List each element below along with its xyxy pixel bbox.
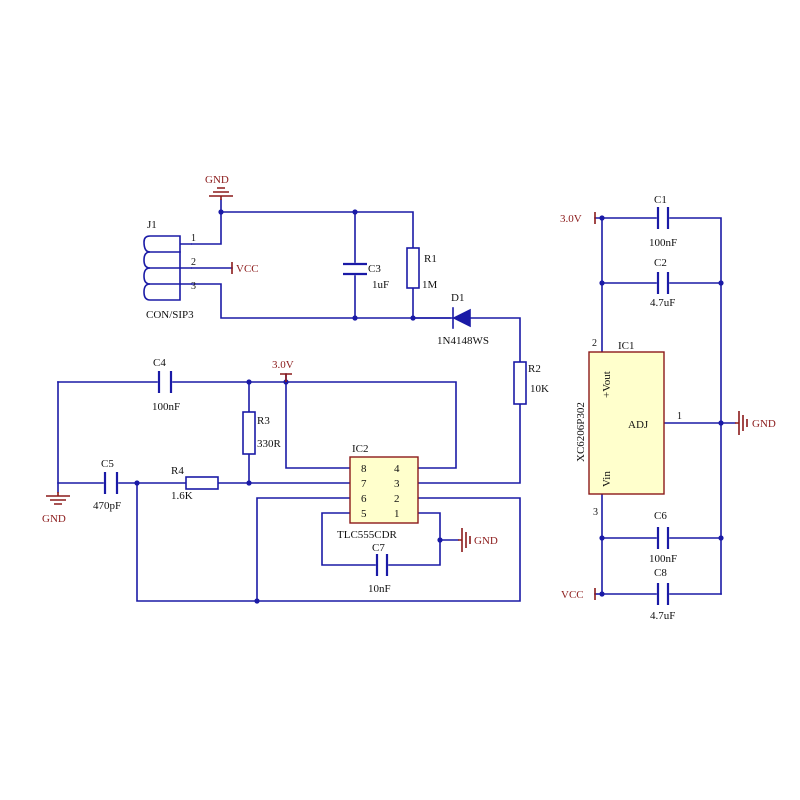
c7-capacitor: C7 10nF: [368, 542, 391, 595]
ic2-chip: IC2 8 7 6 5 4 3 2 1 TLC555CDR: [337, 443, 419, 541]
j1-ref: J1: [147, 219, 157, 231]
c8-capacitor: C8 4.7uF: [650, 567, 675, 622]
ic1-pin-num-adj: 1: [677, 411, 682, 422]
r2-resistor: R2 10K: [513, 361, 549, 405]
gnd-symbol-top: GND: [205, 174, 233, 200]
gnd-label-right: GND: [752, 418, 776, 430]
ic2-pin-8: 8: [361, 463, 367, 475]
ic2-pin-7: 7: [361, 478, 367, 490]
v3-label-right: 3.0V: [560, 213, 582, 225]
j1-pin2-num: 2: [191, 257, 196, 268]
c3-value: 1uF: [372, 279, 389, 291]
vcc-symbol-j1: VCC: [231, 262, 259, 275]
junctions-right: [599, 215, 724, 597]
ic1-pin-num-vout: 2: [592, 338, 597, 349]
r1-resistor: R1 1M: [406, 247, 438, 291]
ic1-pin-adj: ADJ: [628, 419, 649, 431]
r2-value: 10K: [530, 383, 549, 395]
c5-value: 470pF: [93, 500, 121, 512]
gnd-label-ic2: GND: [474, 535, 498, 547]
r4-value: 1.6K: [171, 490, 193, 502]
c4-capacitor: C4 100nF: [152, 357, 180, 413]
c7-value: 10nF: [368, 583, 391, 595]
gnd-label-top: GND: [205, 174, 229, 186]
j1-value: CON/SIP3: [146, 309, 194, 321]
ic2-pin-4: 4: [394, 463, 400, 475]
wires-left: [57, 199, 521, 602]
c2-ref: C2: [654, 257, 667, 269]
d1-diode: D1 1N4148WS: [412, 292, 489, 347]
c5-capacitor: C5 470pF: [93, 458, 121, 512]
c4-value: 100nF: [152, 401, 180, 413]
v3-label-left: 3.0V: [272, 359, 294, 371]
ic1-value: XC6206P302: [575, 402, 587, 462]
gnd-symbol-ic2: GND: [458, 528, 498, 552]
ic2-pin-3: 3: [394, 478, 400, 490]
c5-ref: C5: [101, 458, 114, 470]
gnd-symbol-left: GND: [42, 492, 70, 525]
ic2-ref: IC2: [352, 443, 369, 455]
r1-ref: R1: [424, 253, 437, 265]
ic1-pin-vout: +Vout: [601, 371, 613, 398]
wires-right: [594, 217, 736, 595]
vcc-symbol-right: VCC: [561, 588, 596, 601]
c6-value: 100nF: [649, 553, 677, 565]
vcc-label-right: VCC: [561, 589, 584, 601]
j1-connector: J1 1 2 3 CON/SIP3: [143, 219, 196, 321]
c7-ref: C7: [372, 542, 385, 554]
c1-capacitor: C1 100nF: [649, 194, 677, 249]
gnd-label-left: GND: [42, 513, 66, 525]
ic1-chip: IC1 2 1 3 +Vout ADJ Vin XC6206P302: [575, 338, 682, 518]
c2-value: 4.7uF: [650, 297, 675, 309]
c4-ref: C4: [153, 357, 166, 369]
c3-ref: C3: [368, 263, 381, 275]
ic1-ref: IC1: [618, 340, 635, 352]
r1-value: 1M: [422, 279, 438, 291]
c6-capacitor: C6 100nF: [649, 510, 677, 565]
d1-ref: D1: [451, 292, 464, 304]
c6-ref: C6: [654, 510, 667, 522]
j1-pin1-num: 1: [191, 233, 196, 244]
r2-ref: R2: [528, 363, 541, 375]
r3-ref: R3: [257, 415, 270, 427]
c2-capacitor: C2 4.7uF: [650, 257, 675, 309]
d1-value: 1N4148WS: [437, 335, 489, 347]
c1-value: 100nF: [649, 237, 677, 249]
ic1-pin-num-vin: 3: [593, 507, 598, 518]
c1-ref: C1: [654, 194, 667, 206]
ic2-pin-5: 5: [361, 508, 367, 520]
r3-resistor: R3 330R: [242, 411, 282, 455]
ic2-pin-1: 1: [394, 508, 400, 520]
gnd-symbol-right: GND: [735, 411, 776, 435]
c8-ref: C8: [654, 567, 667, 579]
r3-value: 330R: [257, 438, 282, 450]
vcc-label-j1: VCC: [236, 263, 259, 275]
ic2-value: TLC555CDR: [337, 529, 398, 541]
ic1-pin-vin: Vin: [601, 471, 613, 487]
c8-value: 4.7uF: [650, 610, 675, 622]
c3-capacitor: C3 1uF: [343, 262, 389, 291]
ic2-pin-2: 2: [394, 493, 400, 505]
j1-pin3-num: 3: [191, 281, 196, 292]
r4-resistor: R4 1.6K: [171, 465, 219, 502]
v3-symbol-left: 3.0V: [272, 359, 294, 382]
ic2-pin-6: 6: [361, 493, 367, 505]
v3-symbol-right: 3.0V: [560, 212, 596, 225]
r4-ref: R4: [171, 465, 184, 477]
